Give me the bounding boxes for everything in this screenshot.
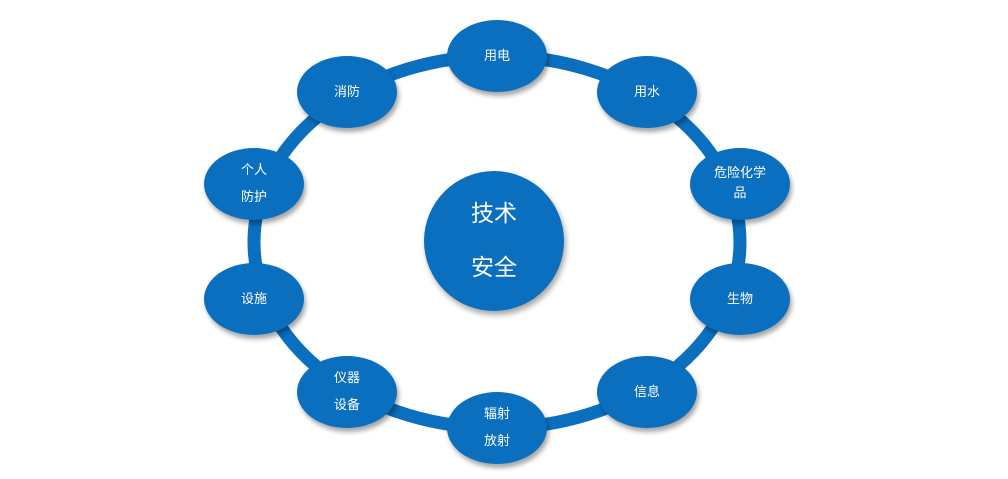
- node-label: 危险化学: [713, 166, 766, 181]
- node-label: 仪器: [333, 371, 360, 386]
- center-label-line1: 技术: [471, 201, 517, 227]
- node-label: 生物: [726, 291, 753, 307]
- node-label: 辐射: [483, 407, 510, 422]
- node-label: 信息: [633, 384, 660, 400]
- node-instruments: 仪器设备: [297, 356, 397, 428]
- node-radiation: 辐射放射: [447, 392, 547, 464]
- node-hazardous-chemicals: 危险化学品: [690, 148, 790, 220]
- node-label: 设施: [240, 291, 267, 307]
- node-label: 设备: [333, 398, 360, 413]
- node-label: 防护: [240, 190, 267, 205]
- node-personal-protection: 个人防护: [204, 148, 304, 220]
- node-facilities: 设施: [204, 263, 304, 335]
- node-label: 用水: [633, 84, 660, 100]
- center-label-line2: 安全: [471, 255, 517, 281]
- node-label: 品: [733, 186, 747, 201]
- node-electricity: 用电: [447, 20, 547, 92]
- node-label: 个人: [240, 163, 267, 178]
- center-node: 技术 安全: [424, 171, 564, 311]
- node-information: 信息: [597, 356, 697, 428]
- node-fire-safety: 消防: [297, 56, 397, 128]
- node-label: 消防: [333, 84, 360, 100]
- node-water: 用水: [597, 56, 697, 128]
- node-biological: 生物: [690, 263, 790, 335]
- node-label: 放射: [483, 434, 510, 449]
- node-label: 用电: [483, 48, 510, 64]
